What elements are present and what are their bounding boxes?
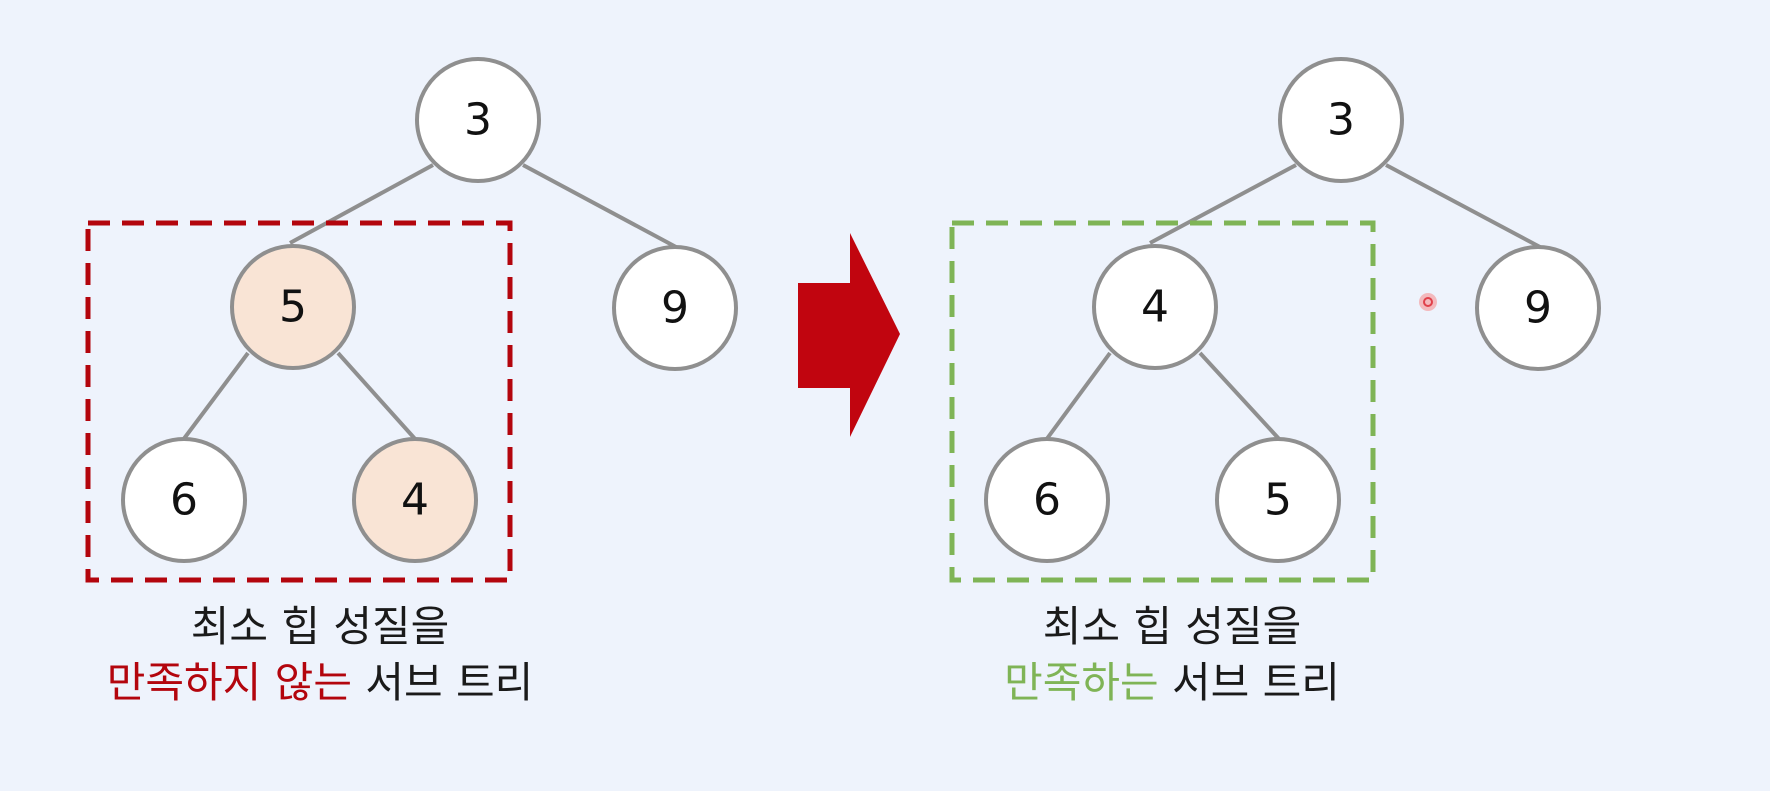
tree-node: 6 — [984, 437, 1110, 563]
edge-root-left — [1149, 163, 1297, 245]
edge-root-right — [1385, 163, 1541, 249]
node-label-left-left: 6 — [1033, 475, 1061, 526]
node-circle-left-left — [121, 437, 247, 563]
node-circle-root — [1278, 57, 1404, 183]
right-caption-line1: 최소 힙 성질을 — [1042, 602, 1302, 651]
right-arrow-icon — [798, 233, 900, 437]
node-label-root: 3 — [464, 95, 492, 146]
tree-node: 4 — [1092, 244, 1218, 370]
node-circle-left-right — [352, 437, 478, 563]
node-label-right: 9 — [661, 283, 689, 334]
node-label-left: 5 — [279, 282, 307, 333]
tree-node: 3 — [1278, 57, 1404, 183]
node-label-left-right: 4 — [401, 475, 429, 526]
right-caption: 최소 힙 성질을 만족하는 서브 트리 — [892, 599, 1452, 711]
tree-node: 4 — [352, 437, 478, 563]
left-caption-line2: 만족하지 않는 서브 트리 — [40, 655, 600, 711]
tree-node: 6 — [121, 437, 247, 563]
left-caption-accent: 만족하지 않는 — [106, 658, 352, 707]
right-tree: 3 4 9 6 5 — [949, 57, 1601, 583]
tree-node: 5 — [230, 244, 356, 370]
edge-root-left — [289, 163, 434, 245]
left-tree: 3 5 9 6 4 — [85, 57, 738, 583]
node-circle-left-right — [1215, 437, 1341, 563]
left-caption-line1: 최소 힙 성질을 — [190, 602, 450, 651]
invalid-subtree-box — [85, 220, 513, 583]
node-label-left-right: 5 — [1264, 475, 1292, 526]
node-circle-left — [230, 244, 356, 370]
edge-root-right — [522, 163, 677, 249]
node-label-root: 3 — [1327, 95, 1355, 146]
edge-left-leftright — [336, 351, 418, 442]
node-circle-right — [1475, 245, 1601, 371]
tree-node: 3 — [415, 57, 541, 183]
left-caption-rest: 서브 트리 — [351, 658, 534, 707]
node-label-left: 4 — [1141, 282, 1169, 333]
node-circle-left-left — [984, 437, 1110, 563]
node-circle-root — [415, 57, 541, 183]
node-label-right: 9 — [1524, 283, 1552, 334]
edge-left-leftleft — [181, 351, 250, 442]
valid-subtree-box — [949, 220, 1376, 583]
edge-left-leftright — [1198, 351, 1282, 442]
cursor-dot-icon — [1419, 293, 1437, 311]
node-circle-left — [1092, 244, 1218, 370]
tree-node: 9 — [1475, 245, 1601, 371]
right-caption-accent: 만족하는 — [1004, 658, 1159, 707]
left-caption: 최소 힙 성질을 만족하지 않는 서브 트리 — [40, 599, 600, 711]
node-circle-right — [612, 245, 738, 371]
tree-node: 9 — [612, 245, 738, 371]
node-label-left-left: 6 — [170, 475, 198, 526]
right-caption-line2: 만족하는 서브 트리 — [892, 655, 1452, 711]
right-caption-rest: 서브 트리 — [1158, 658, 1340, 707]
tree-node: 5 — [1215, 437, 1341, 563]
edge-left-leftleft — [1044, 351, 1112, 442]
